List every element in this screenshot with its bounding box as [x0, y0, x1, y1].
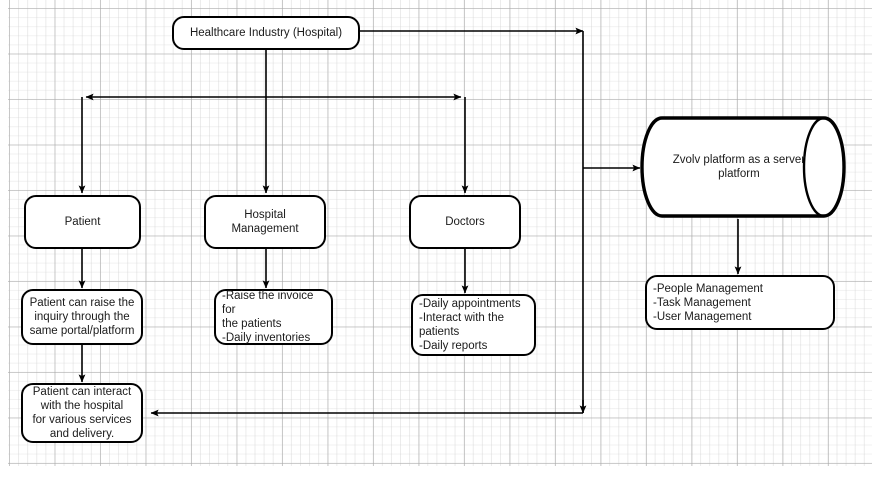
node-hospital-management-detail-label: -Raise the invoice for the patients -Dai… — [222, 290, 314, 344]
cylinder-shape — [640, 116, 846, 218]
node-hospital-management-detail[interactable]: -Raise the invoice for the patients -Dai… — [214, 289, 333, 345]
node-doctors-detail[interactable]: -Daily appointments -Interact with the p… — [411, 294, 536, 356]
node-server-platform[interactable]: Zvolv platform as a server platform — [640, 115, 855, 219]
node-healthcare-industry-label: Healthcare Industry (Hospital) — [189, 27, 343, 39]
node-doctors-detail-label: -Daily appointments -Interact with the p… — [419, 298, 521, 352]
node-patient-detail[interactable]: Patient can raise the inquiry through th… — [21, 289, 143, 345]
node-hospital-management-label: Hospital Management — [231, 209, 299, 235]
node-server-platform-label: Zvolv platform as a server platform — [672, 154, 806, 180]
node-patient-outcome-label: Patient can interact with the hospital f… — [32, 386, 132, 440]
node-patient-outcome[interactable]: Patient can interact with the hospital f… — [21, 383, 143, 443]
node-patient-label: Patient — [64, 216, 101, 228]
node-patient[interactable]: Patient — [24, 195, 141, 249]
node-healthcare-industry[interactable]: Healthcare Industry (Hospital) — [172, 16, 360, 50]
node-doctors-label: Doctors — [445, 216, 485, 228]
node-server-features[interactable]: -People Management -Task Management -Use… — [645, 275, 835, 330]
node-server-features-label: -People Management -Task Management -Use… — [653, 282, 763, 323]
node-hospital-management[interactable]: Hospital Management — [204, 195, 326, 249]
node-doctors[interactable]: Doctors — [409, 195, 521, 249]
node-patient-detail-label: Patient can raise the inquiry through th… — [29, 297, 135, 337]
